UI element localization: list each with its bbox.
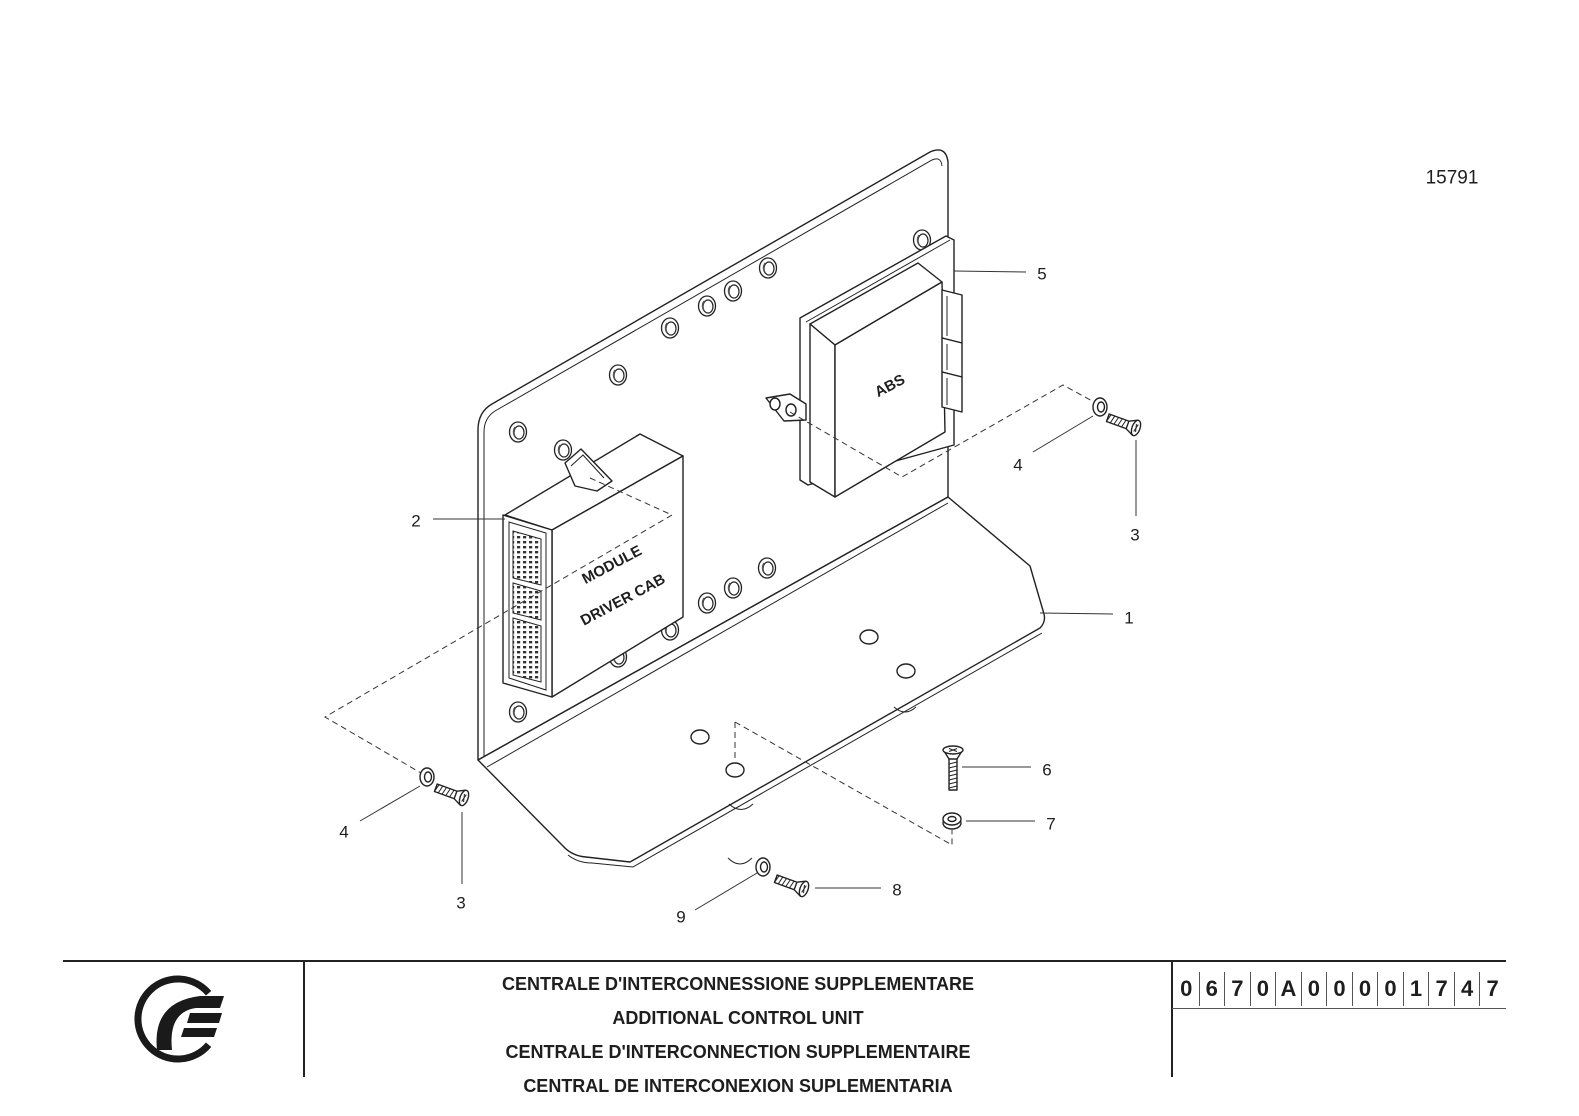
mounting-hole bbox=[723, 280, 743, 302]
washer bbox=[942, 812, 962, 830]
leader-line bbox=[1039, 612, 1114, 615]
driver-cab-module: MODULE DRIVER CAB bbox=[502, 433, 684, 698]
callout-label: 3 bbox=[456, 894, 465, 913]
washer bbox=[1092, 397, 1108, 417]
leader-line bbox=[953, 270, 1027, 273]
callout-label: 2 bbox=[411, 512, 420, 531]
mounting-hole bbox=[723, 577, 743, 599]
abs-module: ABS bbox=[765, 235, 963, 498]
part-number-character: 0 bbox=[1377, 972, 1403, 1006]
part-number-character: 0 bbox=[1300, 972, 1327, 1006]
callout-label: 1 bbox=[1124, 609, 1133, 628]
part-number-underline bbox=[1172, 1008, 1506, 1009]
part-number-character: 4 bbox=[1453, 972, 1480, 1006]
screw bbox=[942, 745, 964, 791]
title-french: CENTRALE D'INTERCONNECTION SUPPLEMENTAIR… bbox=[505, 1042, 971, 1062]
leader-line bbox=[359, 785, 421, 822]
abs-connector bbox=[941, 289, 963, 344]
callout-label: 4 bbox=[339, 823, 348, 842]
screw bbox=[433, 783, 470, 807]
callout-label: 3 bbox=[1130, 526, 1139, 545]
callout-label: 6 bbox=[1042, 761, 1051, 780]
connector-block bbox=[512, 530, 542, 586]
mounting-hole bbox=[757, 557, 777, 579]
callout-label: 8 bbox=[892, 881, 901, 900]
washer bbox=[419, 767, 435, 787]
screw bbox=[773, 874, 810, 898]
abs-connector bbox=[941, 371, 963, 413]
part-number-character: 0 bbox=[1326, 972, 1352, 1006]
mounting-hole bbox=[553, 439, 573, 461]
part-number-character: 7 bbox=[1224, 972, 1250, 1006]
screw bbox=[1105, 413, 1142, 437]
drawing-number: 15791 bbox=[1426, 168, 1479, 189]
flange-hole bbox=[690, 729, 710, 745]
flange-hole bbox=[859, 629, 879, 645]
connector-block bbox=[512, 582, 542, 621]
part-number-character: 7 bbox=[1479, 972, 1505, 1006]
part-number-character: 6 bbox=[1198, 972, 1225, 1006]
mounting-hole bbox=[508, 701, 528, 723]
abs-connector bbox=[941, 337, 963, 378]
flange-hole bbox=[725, 762, 745, 778]
bolt-end bbox=[728, 803, 754, 810]
flange-hole bbox=[896, 663, 916, 679]
title-english: ADDITIONAL CONTROL UNIT bbox=[612, 1008, 864, 1028]
mounting-hole bbox=[608, 364, 628, 386]
leader-line bbox=[1032, 415, 1094, 453]
mounting-hole bbox=[697, 295, 717, 317]
mounting-hole bbox=[508, 421, 528, 443]
module-mounting-lug bbox=[564, 448, 613, 492]
part-number-character: A bbox=[1275, 972, 1301, 1006]
title-italian: CENTRALE D'INTERCONNESSIONE SUPPLEMENTAR… bbox=[502, 974, 974, 994]
part-number-character: 0 bbox=[1351, 972, 1378, 1006]
title-block-divider bbox=[303, 961, 305, 1077]
callout-label: 5 bbox=[1037, 265, 1046, 284]
leader-line bbox=[694, 872, 758, 911]
mounting-hole bbox=[697, 592, 717, 614]
bottom-flange bbox=[477, 496, 1046, 868]
assembly-line bbox=[324, 477, 674, 774]
part-number-character: 7 bbox=[1428, 972, 1454, 1006]
bolt-end bbox=[893, 706, 917, 713]
mounting-hole bbox=[758, 257, 778, 279]
connector-block bbox=[512, 617, 542, 683]
assembly-line bbox=[789, 384, 1095, 478]
bolt-end bbox=[727, 857, 753, 865]
mounting-hole bbox=[660, 317, 680, 339]
washer bbox=[755, 857, 771, 877]
part-number-character: 1 bbox=[1402, 972, 1429, 1006]
callout-label: 4 bbox=[1013, 456, 1022, 475]
title-spanish: CENTRAL DE INTERCONEXION SUPLEMENTARIA bbox=[523, 1076, 953, 1096]
company-logo bbox=[134, 975, 224, 1063]
title-block-titles: CENTRALE D'INTERCONNESSIONE SUPPLEMENTAR… bbox=[305, 967, 1171, 1103]
title-block-top-rule bbox=[63, 960, 1506, 962]
part-number-character: 0 bbox=[1180, 976, 1193, 1001]
assembly-line bbox=[734, 721, 953, 846]
callout-label: 7 bbox=[1046, 815, 1055, 834]
part-number-character: 0 bbox=[1249, 972, 1276, 1006]
title-block-divider bbox=[1171, 961, 1173, 1077]
callout-label: 9 bbox=[676, 908, 685, 927]
